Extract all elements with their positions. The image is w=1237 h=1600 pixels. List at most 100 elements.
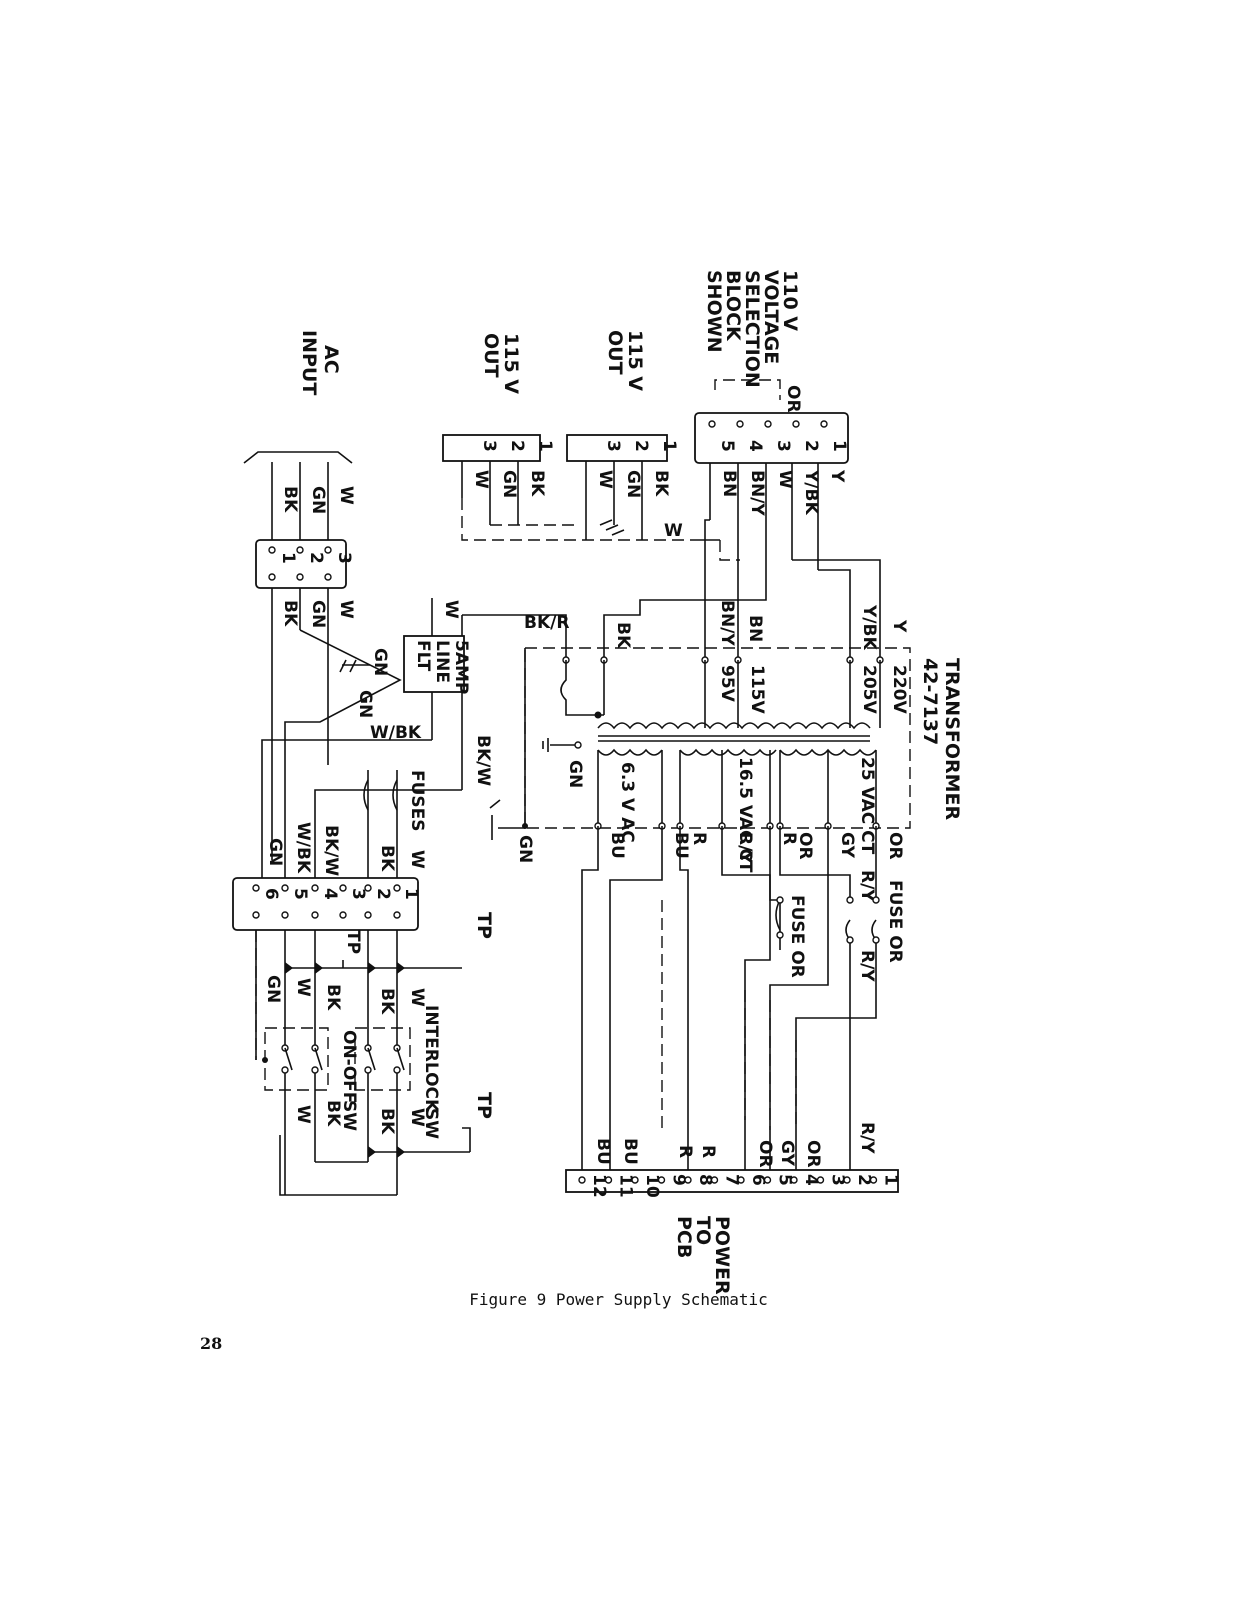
svg-text:OR: OR: [885, 832, 905, 860]
svg-text:16.5 VAC CT: 16.5 VAC CT: [735, 757, 755, 873]
svg-text:3: 3: [348, 888, 368, 900]
figure-caption: Figure 9 Power Supply Schematic: [469, 1290, 768, 1309]
pcb-pin-label: 8: [695, 1174, 715, 1186]
svg-text:3: 3: [773, 440, 793, 452]
svg-text:GY: GY: [837, 832, 857, 859]
svg-text:2: 2: [507, 440, 527, 452]
pcb-pin-dot: [737, 1176, 745, 1184]
svg-text:BN/Y: BN/Y: [717, 600, 737, 646]
svg-text:TP: TP: [473, 1092, 495, 1119]
switch-wires: GN W BK BK W W BK BK W: [255, 930, 427, 1196]
svg-text:W: W: [441, 600, 461, 619]
svg-text:BK: BK: [280, 486, 300, 513]
svg-text:FUSES: FUSES: [407, 770, 427, 832]
out-115-a-label: 115 V OUT: [480, 333, 522, 394]
svg-text:3: 3: [334, 552, 354, 564]
svg-text:INTERLOCK: INTERLOCK: [421, 1005, 441, 1113]
svg-text:GN: GN: [308, 600, 328, 628]
svg-text:GN: GN: [263, 975, 283, 1003]
svg-text:BU: BU: [607, 832, 627, 859]
svg-text:Y: Y: [889, 619, 909, 633]
svg-text:TRANSFORMER: TRANSFORMER: [941, 658, 963, 821]
svg-text:GN: GN: [499, 470, 519, 498]
svg-text:BK: BK: [527, 470, 547, 497]
svg-text:W: W: [407, 988, 427, 1007]
pcb-pin-label: 1: [881, 1174, 901, 1186]
svg-text:BK: BK: [377, 988, 397, 1015]
svg-text:GN: GN: [370, 648, 390, 676]
svg-text:5AMP: 5AMP: [451, 640, 471, 694]
svg-text:W: W: [336, 600, 356, 619]
svg-text:ON-OFF: ON-OFF: [339, 1030, 359, 1103]
svg-text:W: W: [595, 470, 615, 489]
pcb-pin-label: 5: [775, 1174, 795, 1186]
svg-text:BK: BK: [323, 984, 343, 1011]
svg-text:Y/BK: Y/BK: [801, 469, 821, 515]
svg-text:2: 2: [801, 440, 821, 452]
pcb-pin-label: 4: [801, 1174, 821, 1186]
svg-text:OR: OR: [755, 1140, 775, 1168]
pcb-pin-dot: [657, 1176, 666, 1184]
svg-text:SW: SW: [421, 1108, 441, 1139]
pcb-pin-dot: [816, 1176, 825, 1184]
svg-text:INPUT: INPUT: [298, 330, 320, 395]
pcb-pin-dot: [843, 1176, 851, 1184]
page-number: 28: [200, 1334, 223, 1353]
svg-text:OUT: OUT: [480, 333, 502, 378]
fuse-and-switch-wiring: FUSES W BK BK/W W/BK GN: [261, 755, 427, 878]
outlet-115v-a: 1 2 3 BK GN W: [442, 434, 690, 541]
out-115-b-label: 115 V OUT: [604, 330, 646, 391]
svg-text:GN: GN: [265, 838, 285, 866]
svg-text:1: 1: [535, 440, 555, 452]
svg-text:115 V: 115 V: [500, 333, 522, 394]
svg-text:42-7137: 42-7137: [919, 658, 941, 745]
ac-input-terminal-block: 1 2 3 BK GN W: [255, 539, 356, 860]
pcb-pin-label: 3: [828, 1174, 848, 1186]
svg-text:6.3 V AC: 6.3 V AC: [617, 762, 637, 843]
interlock-switch: INTERLOCK SW: [354, 1005, 441, 1139]
svg-text:W/BK: W/BK: [293, 822, 313, 874]
svg-text:5: 5: [290, 888, 310, 900]
svg-text:SELECTION: SELECTION: [741, 270, 763, 388]
line-filter: 5AMP LINE FLT W BK/R W/BK BK/W: [261, 598, 569, 860]
pcb-pin-label: 2: [854, 1174, 874, 1186]
svg-text:3: 3: [603, 440, 623, 452]
pcb-pin-label: 7: [722, 1174, 742, 1186]
fuse-or-1: FUSE OR: [775, 895, 807, 978]
pcb-pin-dot: [763, 1176, 772, 1184]
svg-text:BK: BK: [651, 470, 671, 497]
voltage-selection-block: OR 1 2 3 4 5 Y Y/BK W BN/Y BN: [603, 379, 881, 660]
secondary-wiring: R/Y R/Y FUSE OR FUSE OR: [581, 826, 905, 1170]
svg-text:Y/BK: Y/BK: [859, 604, 879, 650]
svg-text:2: 2: [306, 552, 326, 564]
svg-text:95V: 95V: [717, 665, 737, 703]
svg-text:3: 3: [479, 440, 499, 452]
switch-terminal-block: 1 2 3 4 5 6: [232, 877, 421, 931]
svg-text:GY: GY: [777, 1140, 797, 1167]
voltage-selection-label: 110 V VOLTAGE SELECTION BLOCK SHOWN: [703, 270, 801, 388]
svg-text:LINE: LINE: [432, 640, 452, 683]
svg-text:R/Y: R/Y: [735, 832, 755, 864]
svg-text:W: W: [293, 978, 313, 997]
svg-text:115V: 115V: [747, 665, 767, 714]
svg-text:SW: SW: [339, 1100, 359, 1131]
svg-text:W: W: [775, 470, 795, 489]
svg-text:GN: GN: [308, 486, 328, 514]
svg-text:1: 1: [829, 440, 849, 452]
svg-text:W: W: [407, 1108, 427, 1127]
pcb-pin-dot: [604, 1176, 613, 1184]
svg-text:R/Y: R/Y: [857, 950, 877, 982]
svg-text:205V: 205V: [859, 665, 879, 714]
pcb-pin-dot: [710, 1176, 719, 1184]
svg-text:R: R: [675, 1145, 695, 1158]
svg-text:FLT: FLT: [413, 640, 433, 672]
svg-text:BK: BK: [280, 600, 300, 627]
svg-text:W: W: [293, 1105, 313, 1124]
svg-text:W: W: [407, 850, 427, 869]
svg-text:TO: TO: [692, 1216, 714, 1245]
svg-text:5: 5: [717, 440, 737, 452]
pcb-pin-dot: [684, 1176, 692, 1184]
svg-text:2: 2: [373, 888, 393, 900]
